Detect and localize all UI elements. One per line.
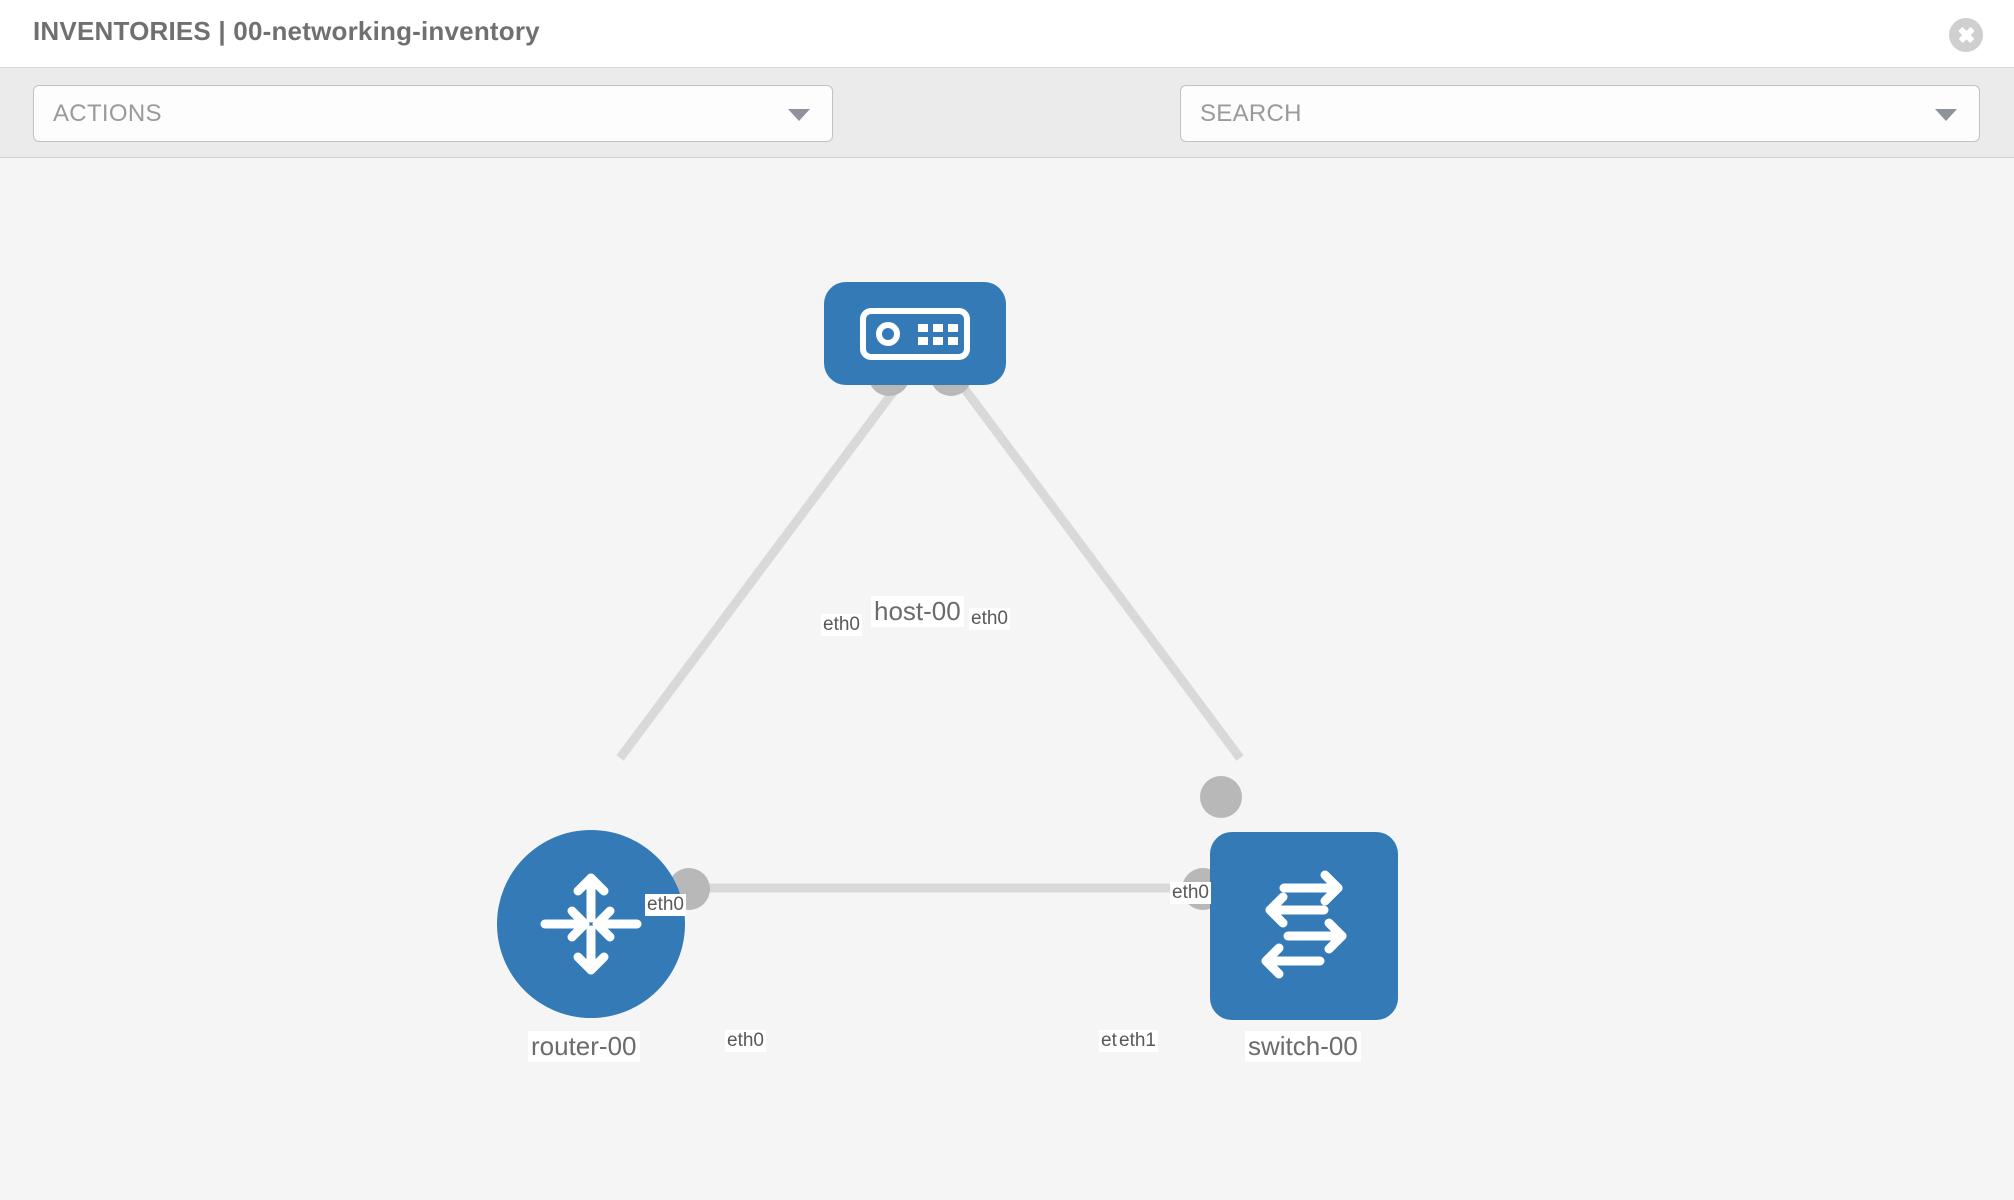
edge-host-switch <box>951 373 1244 761</box>
node-host-00[interactable] <box>824 282 1006 385</box>
actions-dropdown-label: ACTIONS <box>53 99 162 127</box>
topology-canvas[interactable]: host-00 eth0 eth0 <box>0 158 2014 1200</box>
node-router-00[interactable] <box>497 830 685 1018</box>
server-icon <box>860 307 970 360</box>
node-label-host-00: host-00 <box>871 596 964 627</box>
actions-dropdown[interactable]: ACTIONS <box>33 85 833 142</box>
router-icon <box>540 873 642 975</box>
close-icon[interactable] <box>1949 18 1983 52</box>
chevron-down-icon <box>788 108 810 121</box>
edge-label-host-left: eth0 <box>821 614 862 636</box>
node-label-switch-00: switch-00 <box>1245 1031 1361 1062</box>
switch-icon <box>1261 870 1347 979</box>
edge-label-switch-left: eth1 <box>1117 1030 1158 1052</box>
edge-host-router <box>616 373 909 761</box>
edge-label-router-upper: eth0 <box>645 894 686 916</box>
search-input[interactable]: SEARCH <box>1180 85 1980 142</box>
edge-label-switch-upper: eth0 <box>1170 882 1211 904</box>
search-placeholder: SEARCH <box>1200 99 1302 127</box>
chevron-down-icon <box>1935 108 1957 121</box>
topology-edges <box>600 373 1244 893</box>
page-header: INVENTORIES | 00-networking-inventory <box>0 0 2014 68</box>
toolbar: ACTIONS SEARCH <box>0 68 2014 198</box>
edge-label-host-right: eth0 <box>969 608 1010 630</box>
connector-switch-top <box>1200 776 1242 818</box>
node-switch-00[interactable] <box>1210 832 1398 1020</box>
edge-label-router-right: eth0 <box>725 1030 766 1052</box>
page-title: INVENTORIES | 00-networking-inventory <box>33 16 540 46</box>
node-label-router-00: router-00 <box>528 1031 640 1062</box>
